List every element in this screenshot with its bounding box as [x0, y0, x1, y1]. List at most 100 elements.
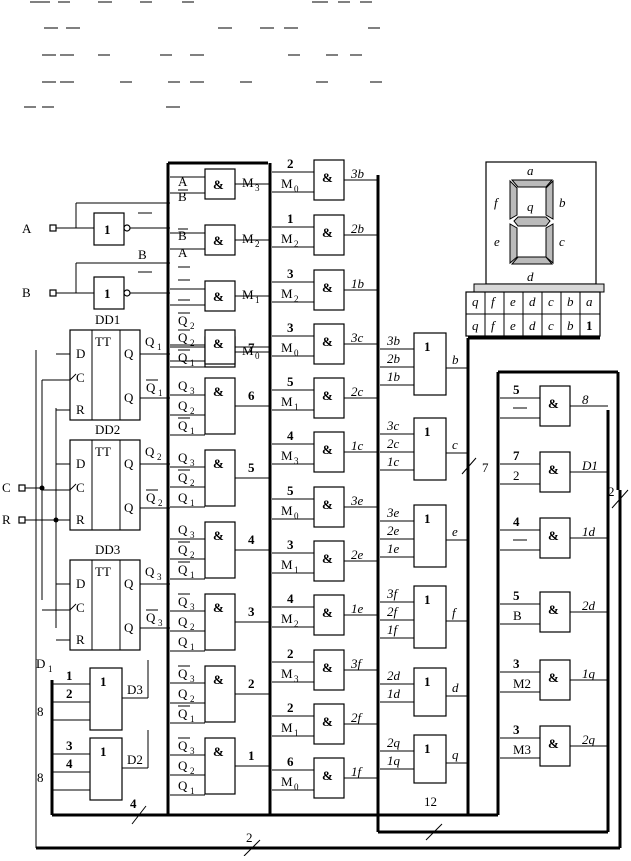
- bus7-label: 7: [482, 460, 489, 475]
- segment-and-in1-1: 1: [287, 211, 294, 226]
- aux-and-in1-0: 5: [513, 382, 520, 397]
- segment-and-in2-sub-3: 0: [294, 348, 299, 358]
- segment-or-symbol: 1: [424, 592, 431, 607]
- trigger-out-2: Q: [145, 564, 155, 579]
- mux-output-1: M: [242, 231, 254, 246]
- segment-or-out-4: d: [452, 680, 459, 695]
- top-dash-fragments: [24, 1, 382, 108]
- decoder-input-sub: 2: [190, 694, 195, 704]
- segment-and-symbol: &: [322, 280, 333, 295]
- decoder-input-sub: 3: [190, 674, 195, 684]
- segment-and-out-5: 1c: [351, 438, 364, 453]
- segment-table-header-4: c: [548, 294, 554, 309]
- segment-and-in1-4: 5: [287, 374, 294, 389]
- segment-and-in2-sub-1: 2: [294, 239, 299, 249]
- segment-e: [509, 223, 518, 265]
- decoder-number-3: 4: [248, 532, 255, 547]
- trigger-outn-sub-0: 1: [158, 388, 163, 398]
- input-a-terminal: [49, 224, 57, 232]
- segment-and-in2-sub-4: 1: [294, 402, 299, 412]
- segment-f-label: f: [494, 195, 500, 210]
- feedback-or-out-1: D2: [127, 752, 143, 767]
- segment-e-label: e: [494, 234, 500, 249]
- segment-and-out-8: 1e: [351, 601, 364, 616]
- decoder-number-1: 6: [248, 388, 255, 403]
- segment-or-gate-3: [413, 585, 447, 649]
- trigger-r-2: R: [76, 632, 85, 647]
- aux-and-out-3: 2d: [582, 598, 596, 613]
- trigger-tt-2: TT: [95, 564, 111, 579]
- aux-and-in1-5: 3: [513, 722, 520, 737]
- segment-table-header-5: b: [567, 294, 574, 309]
- segment-table-row-2: e: [510, 318, 516, 333]
- wire: [69, 483, 77, 491]
- segment-and-in2-4: M: [281, 394, 293, 409]
- trigger-tt-1: TT: [95, 444, 111, 459]
- aux-and-gate-5: [539, 725, 571, 767]
- decoder-number-5: 2: [248, 676, 255, 691]
- trigger-qn-2: Q: [124, 620, 134, 635]
- aux-and-in2-3: B: [513, 608, 522, 623]
- segment-and-in1-6: 5: [287, 483, 294, 498]
- segment-or-in-2-0: 3e: [386, 505, 400, 520]
- segment-and-out-3: 3c: [350, 330, 364, 345]
- decoder-and-gate-6: [204, 737, 236, 795]
- segment-and-in2-sub-11: 0: [294, 782, 299, 792]
- decoder-input-q: Q: [178, 542, 188, 557]
- segment-or-in-2-1: 2e: [387, 523, 400, 538]
- wire: [69, 603, 77, 611]
- segment-table-header-6: a: [586, 294, 593, 309]
- segment-table-row-4: c: [548, 318, 554, 333]
- segment-and-in1-5: 4: [287, 428, 294, 443]
- segment-or-gate-1: [413, 417, 447, 481]
- bus-labels: 8 8 4 2 2 12 7: [37, 457, 629, 857]
- segment-and-in2-2: M: [281, 286, 293, 301]
- segment-and-symbol: &: [322, 225, 333, 240]
- aux-and-gate-4: [539, 659, 571, 701]
- trigger-out-1: Q: [145, 444, 155, 459]
- segment-table-header-0: q: [472, 294, 479, 309]
- trigger-c-2: C: [76, 600, 85, 615]
- trigger-out-sub-2: 3: [157, 572, 162, 582]
- aux-and-out-5: 2q: [582, 732, 596, 747]
- segment-and-in1-10: 2: [287, 700, 294, 715]
- decoder-input-sub: 1: [190, 786, 195, 796]
- mux0-in-a: A: [178, 174, 188, 189]
- decoder-input-q: Q: [178, 398, 188, 413]
- trigger-q-1: Q: [124, 456, 134, 471]
- decoder-input-sub: 1: [190, 358, 195, 368]
- trigger-name-0: DD1: [95, 312, 120, 327]
- segment-and-in1-11: 6: [287, 754, 294, 769]
- segment-and-in2-sub-5: 3: [294, 456, 299, 466]
- segment-or-gate-2: [413, 504, 447, 568]
- segment-q-label: q: [527, 199, 534, 214]
- mux-output-sub-3: 0: [255, 351, 260, 361]
- segment-or-in-4-1: 1d: [387, 686, 401, 701]
- decoder-input-q: Q: [178, 378, 188, 393]
- segment-a: [510, 179, 554, 188]
- segment-and-in1-2: 3: [287, 266, 294, 281]
- decoder-and-symbol: &: [213, 456, 224, 471]
- mux-and-symbol: &: [213, 289, 224, 304]
- decoder-number-4: 3: [248, 604, 255, 619]
- decoder-input-sub: 2: [190, 406, 195, 416]
- input-a-label: A: [22, 221, 32, 236]
- trigger-name-2: DD3: [95, 542, 120, 557]
- aux-and-in2-5: M3: [513, 742, 531, 757]
- segment-table-header-2: e: [510, 294, 516, 309]
- decoder-input-sub: 1: [190, 714, 195, 724]
- segment-or-in-5-0: 2q: [387, 735, 401, 750]
- segment-or-out-5: q: [452, 747, 459, 762]
- aux-and-symbol: &: [548, 736, 559, 751]
- trigger-0: [69, 329, 141, 421]
- segment-or-in-3-2: 1f: [387, 622, 400, 637]
- segment-and-gate-1: [313, 214, 345, 256]
- mux0-in-b: B: [178, 189, 187, 204]
- segment-and-out-11: 1f: [351, 764, 364, 779]
- segment-or-in-0-0: 3b: [386, 333, 401, 348]
- decoder-input-sub: 2: [190, 338, 195, 348]
- bus2-bottom-label: 2: [246, 830, 253, 845]
- segment-and-out-10: 2f: [351, 710, 364, 725]
- segment-and-gate-7: [313, 540, 345, 582]
